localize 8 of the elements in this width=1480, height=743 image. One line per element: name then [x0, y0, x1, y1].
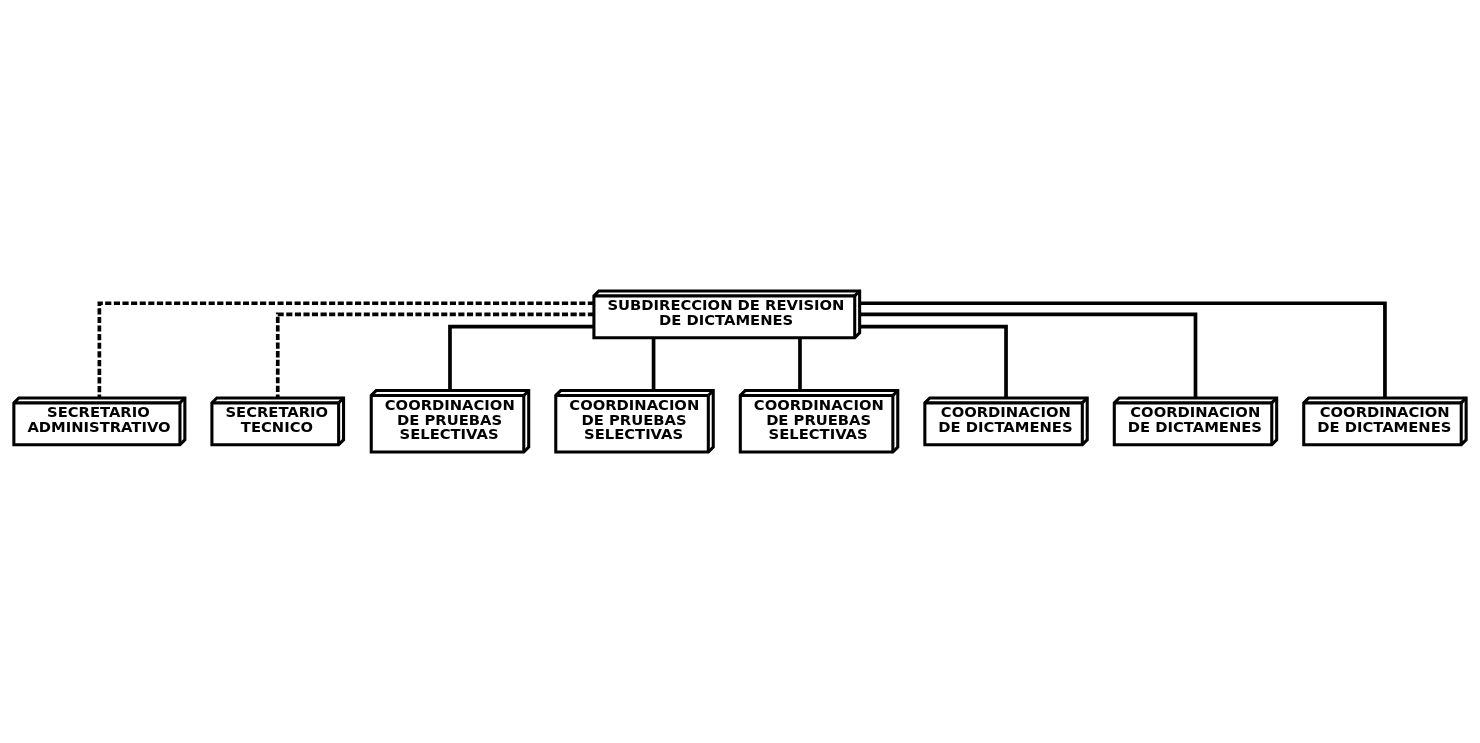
connector	[448, 324, 594, 391]
connector	[275, 312, 594, 398]
connector	[798, 338, 802, 391]
connector	[859, 324, 1008, 398]
connector	[859, 301, 1387, 398]
connector	[859, 312, 1198, 398]
connector	[651, 338, 656, 391]
connector	[97, 301, 594, 398]
